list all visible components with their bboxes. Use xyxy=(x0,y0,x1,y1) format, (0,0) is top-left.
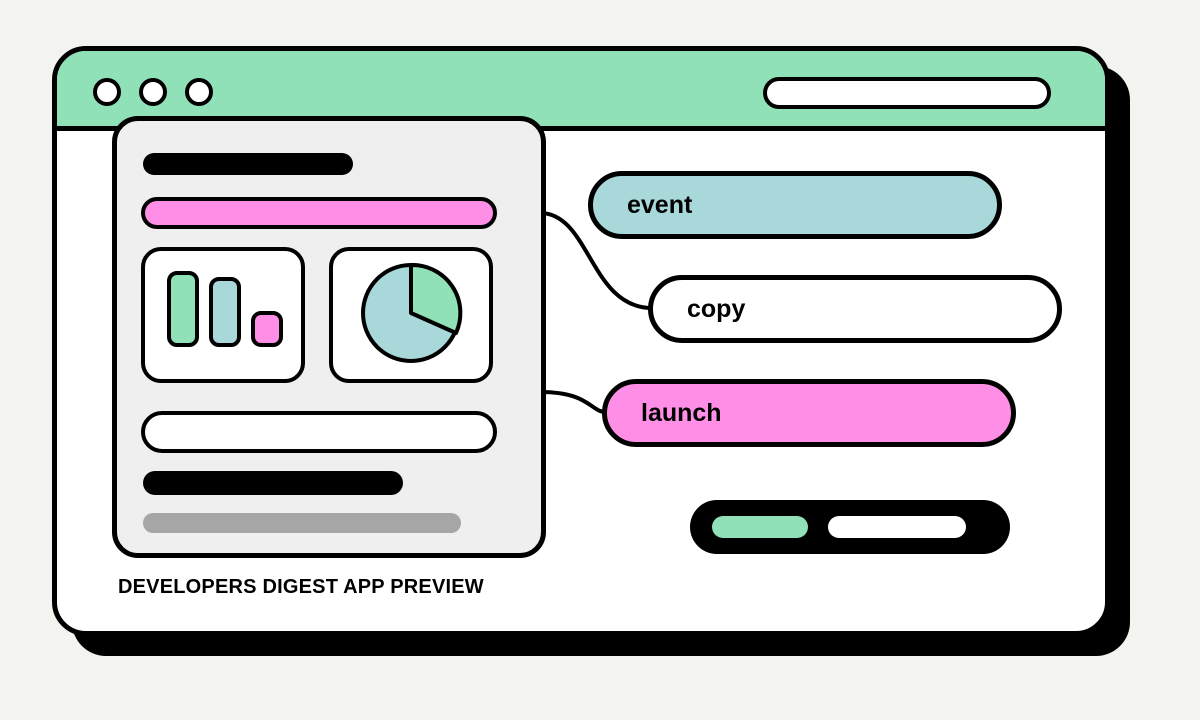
subtext-placeholder-bar xyxy=(143,513,461,533)
app-preview-card xyxy=(112,116,546,558)
window-dot-1[interactable] xyxy=(93,78,121,106)
copy-chip-label: copy xyxy=(687,294,746,323)
pie-chart-icon xyxy=(361,262,463,363)
highlight-placeholder-bar xyxy=(141,197,497,229)
bar-chart-bar-3 xyxy=(251,311,283,347)
launch-chip[interactable]: launch xyxy=(602,379,1016,447)
bar-chart-panel xyxy=(141,247,305,383)
input-placeholder-bar[interactable] xyxy=(141,411,497,453)
event-chip[interactable]: event xyxy=(588,171,1002,239)
bar-chart-bar-2 xyxy=(209,277,241,347)
event-chip-label: event xyxy=(627,190,693,219)
toggle-pill-white[interactable] xyxy=(828,516,966,538)
text-placeholder-bar xyxy=(143,471,403,495)
bar-chart-icon xyxy=(167,271,283,347)
toggle-pill-green[interactable] xyxy=(712,516,808,538)
pie-chart-slice xyxy=(409,262,463,335)
preview-caption: DEVELOPERS DIGEST APP PREVIEW xyxy=(118,576,484,598)
bar-chart-bar-1 xyxy=(167,271,199,347)
title-bar xyxy=(57,51,1105,131)
launch-chip-label: launch xyxy=(641,398,722,427)
address-bar[interactable] xyxy=(763,77,1051,109)
toggle-pill-group[interactable] xyxy=(690,500,1010,554)
heading-placeholder-bar xyxy=(143,153,353,175)
copy-chip[interactable]: copy xyxy=(648,275,1062,343)
pie-chart-panel xyxy=(329,247,493,383)
window-dot-3[interactable] xyxy=(185,78,213,106)
window-dot-2[interactable] xyxy=(139,78,167,106)
